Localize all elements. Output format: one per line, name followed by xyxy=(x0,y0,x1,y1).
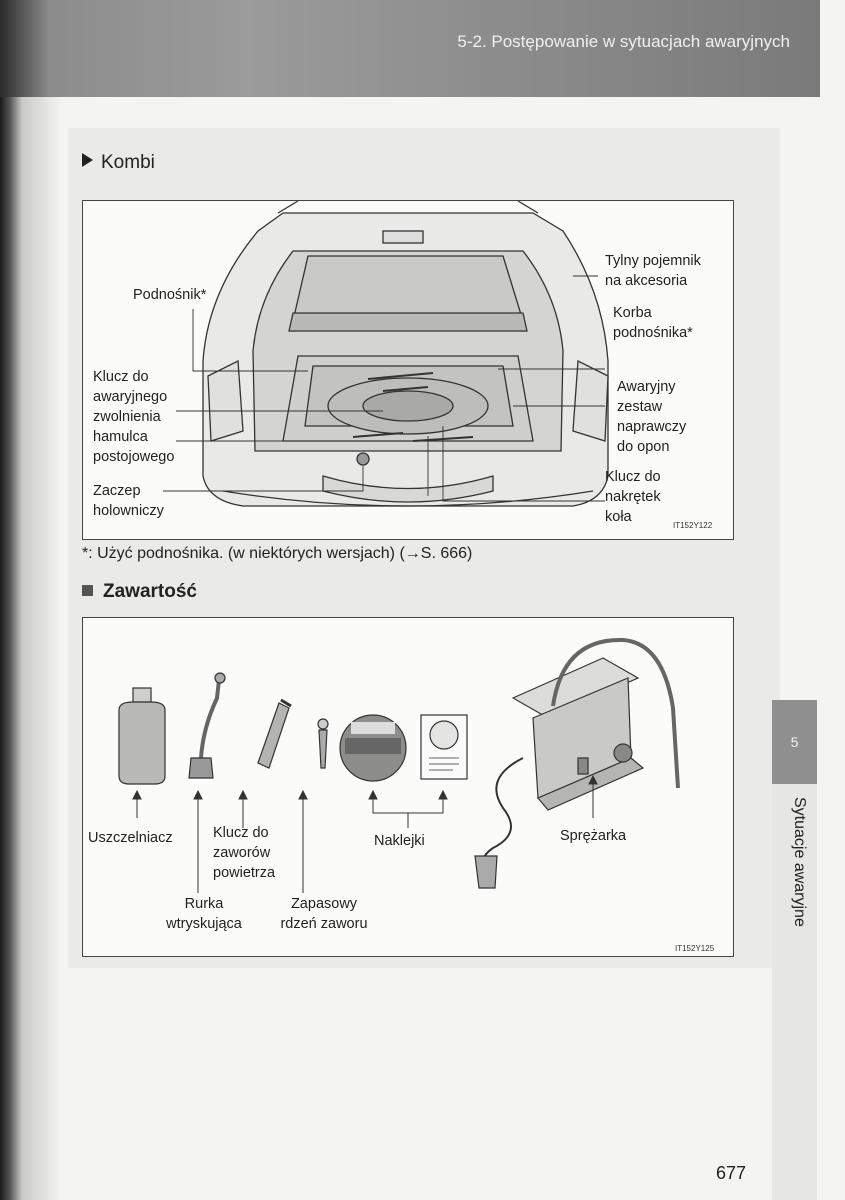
label-wheel-nut-wrench: Klucz do nakrętek koła xyxy=(605,469,661,525)
label-spare-valve-core: Zapasowy rdzeń zaworu xyxy=(280,896,368,932)
chapter-title: Sytuacje awaryjne xyxy=(791,797,808,927)
scan-edge xyxy=(0,0,22,1200)
label-rear-accessory-box: Tylny pojemnik na akcesoria xyxy=(605,253,701,289)
trunk-illustration xyxy=(163,201,609,507)
triangle-bullet-icon xyxy=(82,153,93,167)
kit-contents-figure: Uszczelniacz Klucz do zaworów powietrza … xyxy=(82,617,734,957)
section-label-text: Kombi xyxy=(101,152,155,173)
square-bullet-icon xyxy=(82,585,93,596)
trunk-figure: Tylny pojemnik na akcesoria Podnośnik* K… xyxy=(82,200,734,540)
label-injection-hose: Rurka wtryskująca xyxy=(166,896,242,932)
page-number: 677 xyxy=(716,1163,747,1183)
label-sealant: Uszczelniacz xyxy=(88,830,173,846)
label-valve-core-tool: Klucz do zaworów powietrza xyxy=(213,825,276,881)
scan-edge-shadow xyxy=(22,0,62,1200)
label-jack: Podnośnik* xyxy=(133,287,207,303)
label-towing-eyelet: Zaczep holowniczy xyxy=(93,483,164,519)
subheading-text: Zawartość xyxy=(103,581,197,602)
label-tire-repair-kit: Awaryjny zestaw naprawczy do opon xyxy=(617,379,687,455)
chapter-tab[interactable]: 5 xyxy=(772,700,817,784)
label-jack-handle: Korba podnośnika* xyxy=(613,305,693,341)
subheading: Zawartość xyxy=(82,581,197,603)
label-brake-release-key: Klucz do awaryjnego zwolnienia hamulca p… xyxy=(93,369,175,465)
figure-code: IT152Y125 xyxy=(675,944,715,953)
label-stickers: Naklejki xyxy=(374,833,425,849)
header-title: 5-2. Postępowanie w sytuacjach awaryjnyc… xyxy=(457,32,790,51)
figure-code: IT152Y122 xyxy=(673,521,713,530)
footnote: *: Użyć podnośnika. (w niektórych wersja… xyxy=(82,545,473,562)
section-label: Kombi xyxy=(82,152,155,174)
kit-illustration xyxy=(118,637,680,893)
label-compressor: Sprężarka xyxy=(560,828,627,844)
page-header: 5-2. Postępowanie w sytuacjach awaryjnyc… xyxy=(0,0,820,97)
